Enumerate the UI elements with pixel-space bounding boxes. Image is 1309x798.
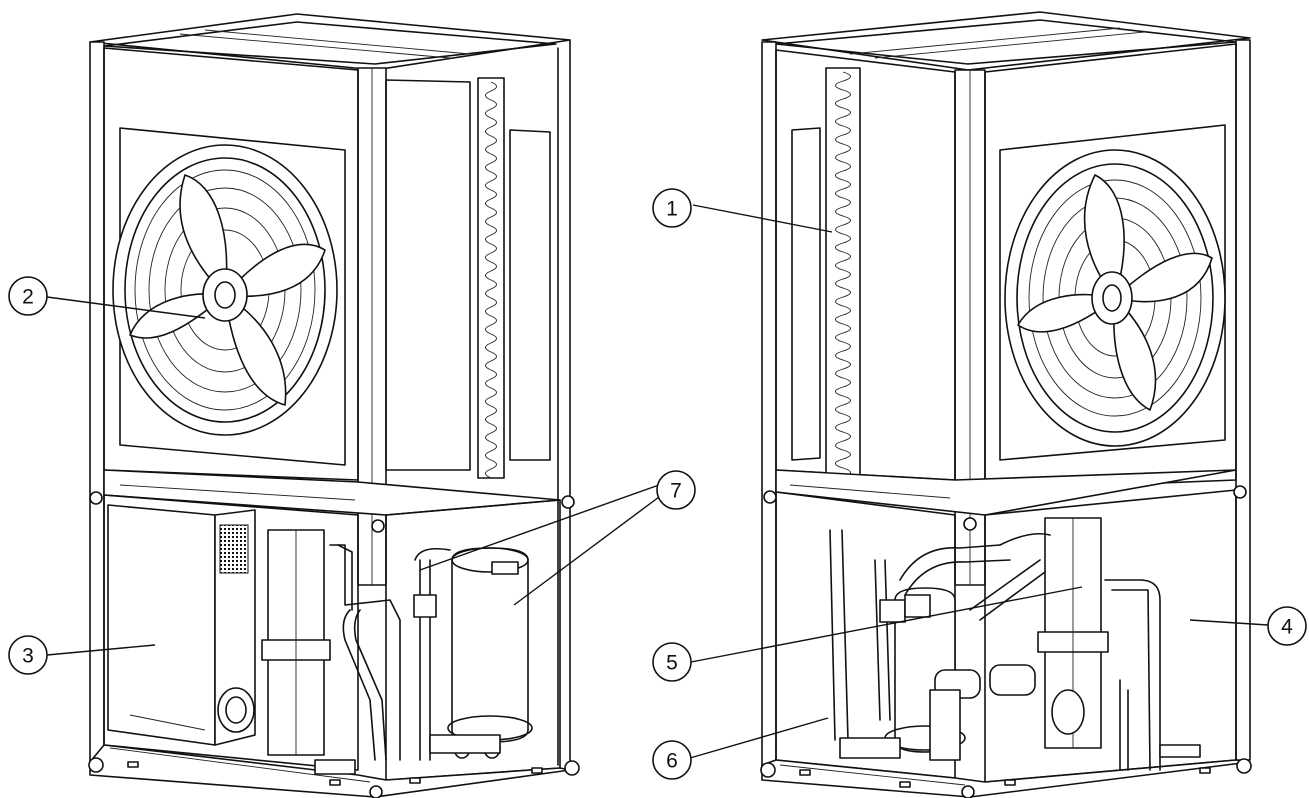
callouts: 1 2 3 4 5 6 7 xyxy=(8,188,1307,780)
callout-7: 7 xyxy=(656,470,696,510)
svg-text:3: 3 xyxy=(22,645,34,668)
leader-5 xyxy=(690,586,1083,663)
fan-blades-right xyxy=(1017,174,1213,411)
callout-5: 5 xyxy=(652,642,692,682)
electrical-box xyxy=(107,504,216,746)
leader-4 xyxy=(1189,619,1269,626)
callout-3: 3 xyxy=(8,635,48,675)
svg-text:4: 4 xyxy=(1281,616,1293,639)
leader-3 xyxy=(46,644,156,656)
leader-7a xyxy=(419,484,660,571)
svg-text:5: 5 xyxy=(666,652,678,675)
right-unit xyxy=(760,11,1252,798)
piping-right xyxy=(829,529,1201,771)
fan-blades-left xyxy=(129,174,326,406)
coil-left xyxy=(477,77,505,479)
compressor-left xyxy=(447,547,533,743)
callout-1: 1 xyxy=(652,188,692,228)
leader-2 xyxy=(46,296,206,319)
callout-2: 2 xyxy=(8,276,48,316)
fan-hub xyxy=(202,268,248,322)
left-unit xyxy=(88,13,580,798)
coil-right xyxy=(825,67,861,489)
leader-1 xyxy=(692,204,833,233)
svg-text:2: 2 xyxy=(22,286,34,309)
callout-4: 4 xyxy=(1267,606,1307,646)
svg-text:1: 1 xyxy=(666,198,678,221)
leader-6 xyxy=(689,717,829,759)
svg-text:6: 6 xyxy=(666,750,678,773)
piping-left xyxy=(314,544,501,775)
leader-7b xyxy=(513,496,660,606)
svg-text:7: 7 xyxy=(670,480,682,503)
callout-6: 6 xyxy=(652,740,692,780)
